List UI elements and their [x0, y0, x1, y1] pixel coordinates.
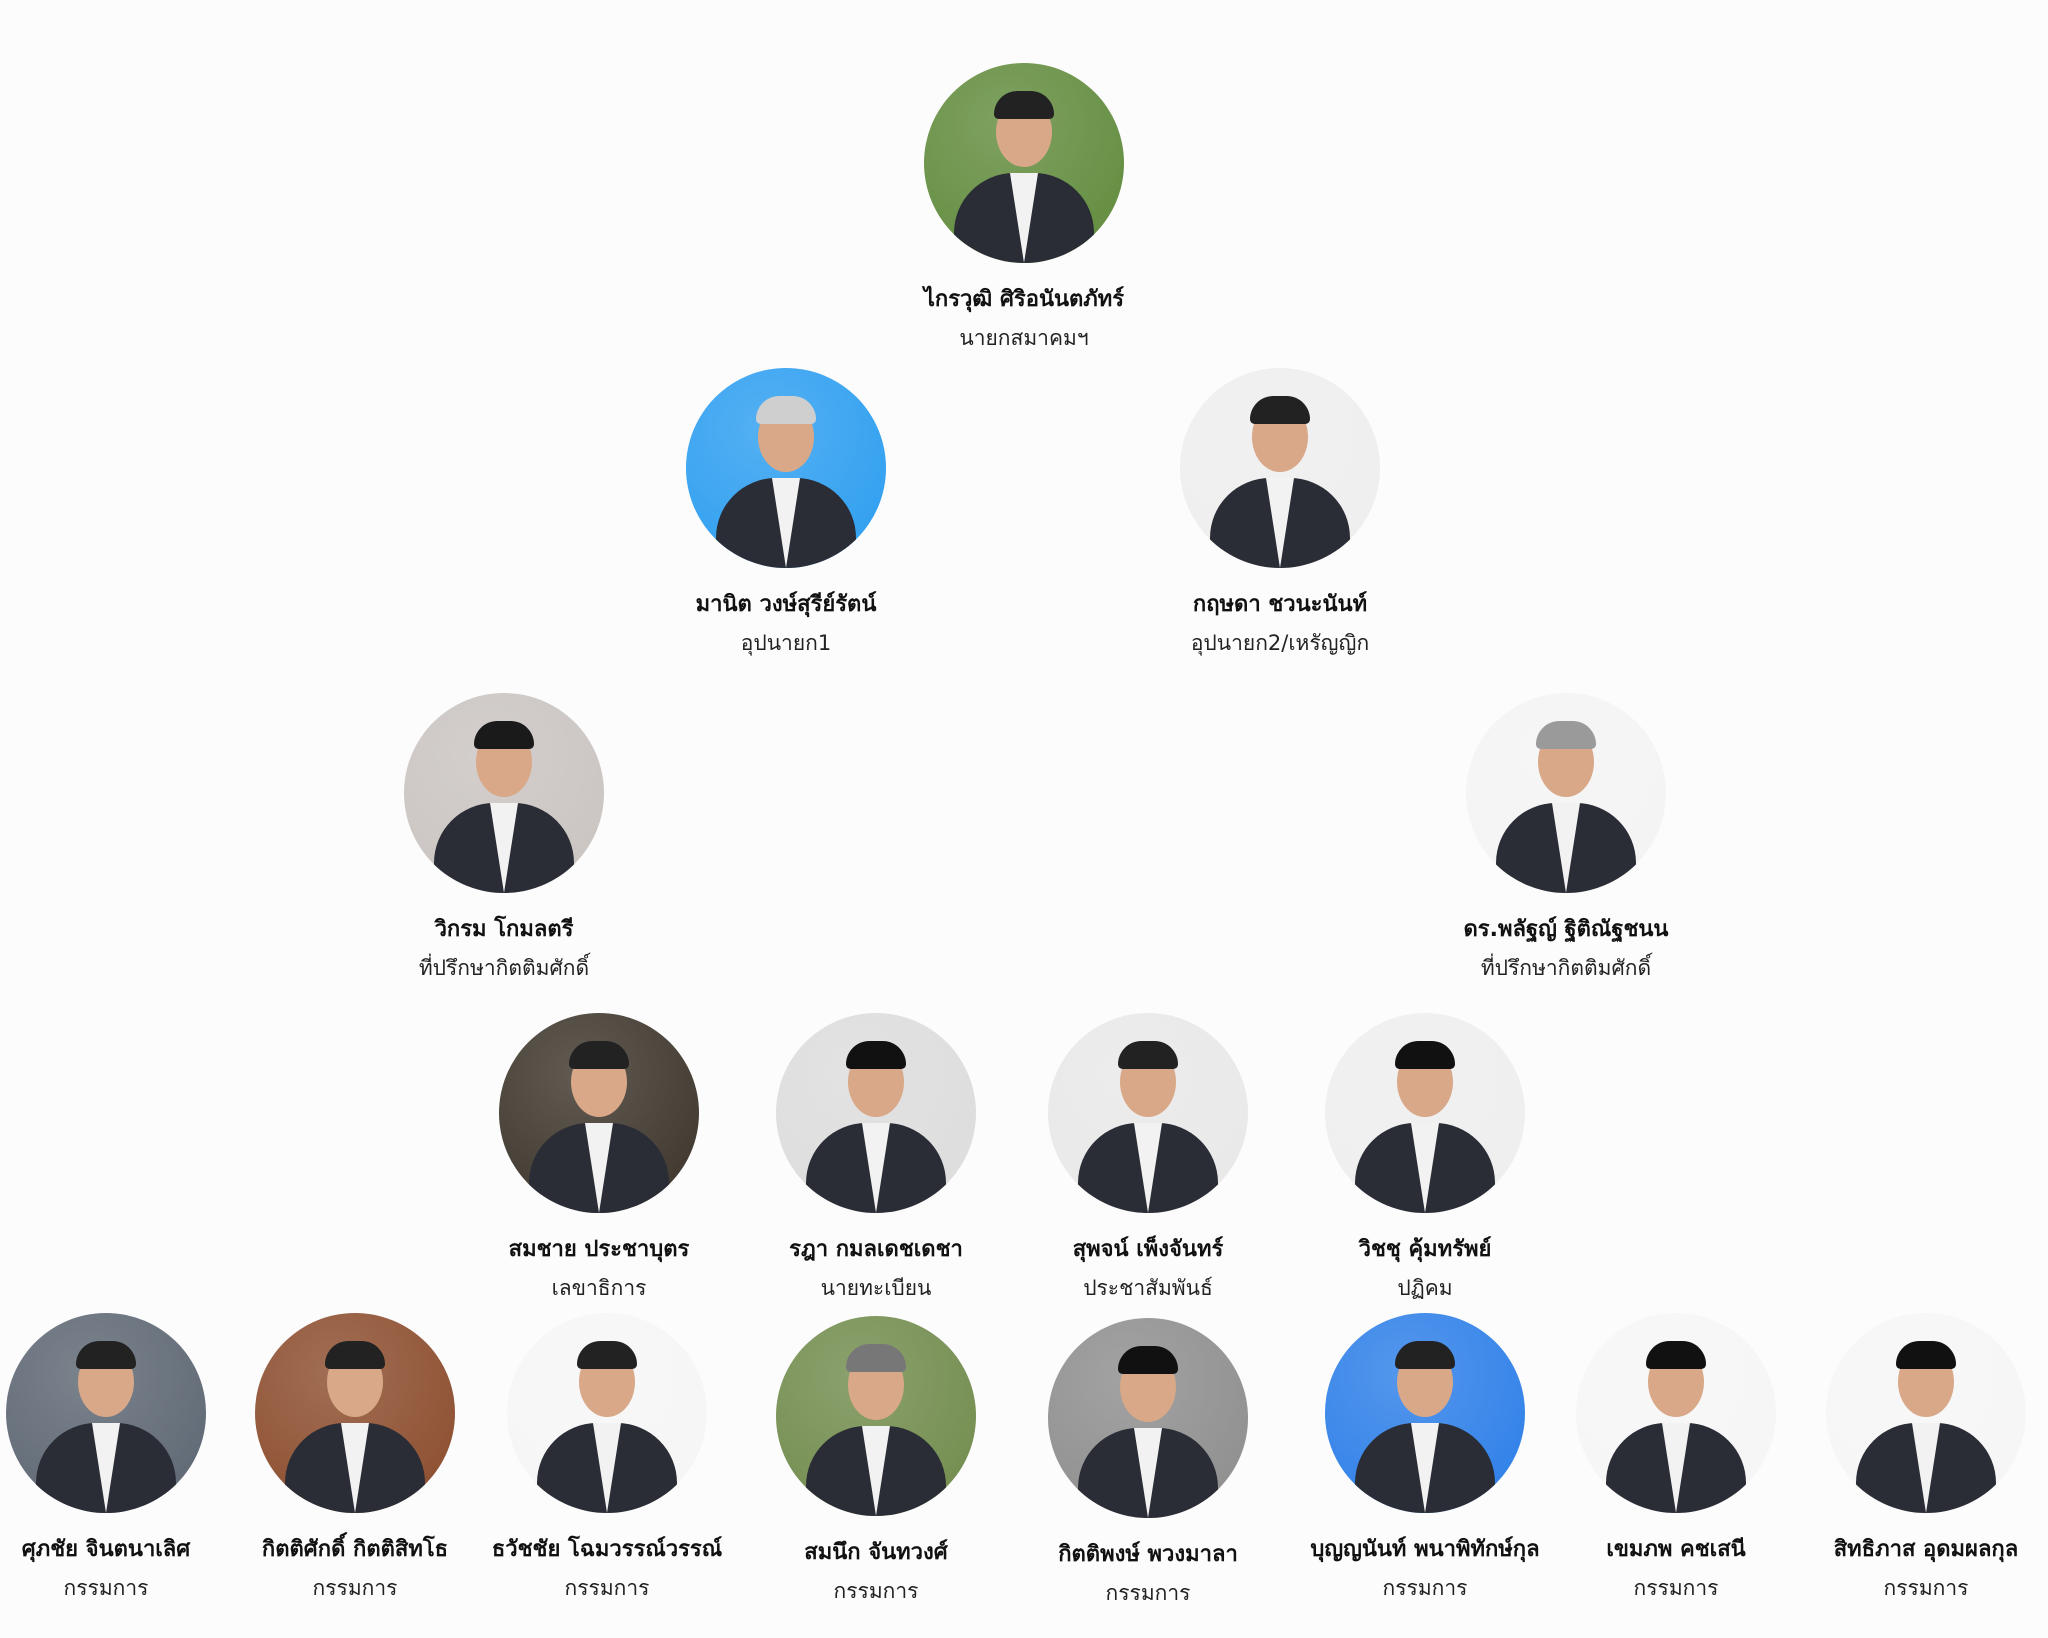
member-name: สมนึก จันทวงศ์ [804, 1540, 948, 1565]
member-role: นายกสมาคมฯ [959, 326, 1089, 350]
member-role: กรรมการ [833, 1579, 919, 1603]
member-photo [1576, 1313, 1776, 1513]
member-card: บุญญนันท์ พนาพิทักษ์กุล กรรมการ [1295, 1313, 1555, 1605]
member-photo [1048, 1013, 1248, 1213]
member-card: กฤษดา ชวนะนันท์ อุปนายก2/เหรัญญิก [1150, 368, 1410, 660]
member-name: ไกรวุฒิ ศิริอนันตภัทร์ [923, 287, 1125, 312]
member-name: ธวัชชัย โฉมวรรณ์วรรณ์ [491, 1537, 723, 1562]
member-card: รฎา กมลเดชเดชา นายทะเบียน [746, 1013, 1006, 1305]
member-role: ประชาสัมพันธ์ [1083, 1276, 1213, 1300]
member-photo [776, 1316, 976, 1516]
member-name: วิกรม โกมลตรี [434, 917, 574, 942]
member-photo [6, 1313, 206, 1513]
member-photo [499, 1013, 699, 1213]
member-name: ศุภชัย จินตนาเลิศ [21, 1537, 191, 1562]
member-role: กรรมการ [312, 1576, 398, 1600]
person-hair [994, 91, 1054, 119]
member-card: สุพจน์ เพ็งจันทร์ ประชาสัมพันธ์ [1018, 1013, 1278, 1305]
member-name: ดร.พลัฐญ์ ฐิติณัฐชนน [1463, 917, 1669, 942]
member-role: อุปนายก1 [740, 631, 832, 655]
person-hair [577, 1341, 637, 1369]
person-hair [569, 1041, 629, 1069]
member-role: กรรมการ [564, 1576, 650, 1600]
member-role: ปฏิคม [1397, 1276, 1453, 1300]
member-card: ไกรวุฒิ ศิริอนันตภัทร์ นายกสมาคมฯ [894, 63, 1154, 355]
member-name: กฤษดา ชวนะนันท์ [1192, 592, 1368, 617]
member-photo [1180, 368, 1380, 568]
member-photo [776, 1013, 976, 1213]
person-hair [1395, 1041, 1455, 1069]
member-name: สิทธิภาส อุดมผลกุล [1833, 1537, 2019, 1562]
member-photo [1048, 1318, 1248, 1518]
member-photo [404, 693, 604, 893]
member-card: วิชชุ คุ้มทรัพย์ ปฏิคม [1295, 1013, 1555, 1305]
member-role: กรรมการ [63, 1576, 149, 1600]
member-card: กิตติศักดิ์ กิตติสิทโธ กรรมการ [225, 1313, 485, 1605]
member-card: ดร.พลัฐญ์ ฐิติณัฐชนน ที่ปรึกษากิตติมศักด… [1436, 693, 1696, 985]
member-card: วิกรม โกมลตรี ที่ปรึกษากิตติมศักดิ์ [374, 693, 634, 985]
member-photo [924, 63, 1124, 263]
member-card: ธวัชชัย โฉมวรรณ์วรรณ์ กรรมการ [477, 1313, 737, 1605]
person-hair [1395, 1341, 1455, 1369]
member-card: เขมภพ คชเสนี กรรมการ [1546, 1313, 1806, 1605]
member-name: เขมภพ คชเสนี [1606, 1537, 1746, 1562]
member-role: กรรมการ [1382, 1576, 1468, 1600]
member-card: ศุภชัย จินตนาเลิศ กรรมการ [0, 1313, 236, 1605]
person-hair [756, 396, 816, 424]
member-name: รฎา กมลเดชเดชา [789, 1237, 963, 1262]
person-hair [1896, 1341, 1956, 1369]
person-hair [846, 1344, 906, 1372]
member-name: วิชชุ คุ้มทรัพย์ [1358, 1237, 1492, 1262]
person-hair [1118, 1041, 1178, 1069]
member-role: เลขาธิการ [551, 1276, 647, 1300]
member-name: สุพจน์ เพ็งจันทร์ [1072, 1237, 1224, 1262]
member-card: สมชาย ประชาบุตร เลขาธิการ [469, 1013, 729, 1305]
member-name: บุญญนันท์ พนาพิทักษ์กุล [1310, 1537, 1540, 1562]
member-photo [1466, 693, 1666, 893]
member-card: สิทธิภาส อุดมผลกุล กรรมการ [1796, 1313, 2048, 1605]
person-hair [325, 1341, 385, 1369]
member-role: กรรมการ [1633, 1576, 1719, 1600]
member-card: มานิต วงษ์สุรีย์รัตน์ อุปนายก1 [656, 368, 916, 660]
member-photo [507, 1313, 707, 1513]
member-photo [686, 368, 886, 568]
member-role: กรรมการ [1105, 1581, 1191, 1605]
person-hair [76, 1341, 136, 1369]
member-photo [1826, 1313, 2026, 1513]
member-name: กิตติศักดิ์ กิตติสิทโธ [261, 1537, 449, 1562]
person-hair [1250, 396, 1310, 424]
member-name: สมชาย ประชาบุตร [508, 1237, 690, 1262]
member-photo [1325, 1313, 1525, 1513]
member-card: กิตติพงษ์ พวงมาลา กรรมการ [1018, 1318, 1278, 1610]
person-hair [474, 721, 534, 749]
member-name: กิตติพงษ์ พวงมาลา [1058, 1542, 1238, 1567]
member-role: ที่ปรึกษากิตติมศักดิ์ [418, 956, 590, 980]
person-hair [1118, 1346, 1178, 1374]
person-hair [1536, 721, 1596, 749]
person-hair [846, 1041, 906, 1069]
member-role: นายทะเบียน [820, 1276, 932, 1300]
person-hair [1646, 1341, 1706, 1369]
member-role: อุปนายก2/เหรัญญิก [1190, 631, 1370, 655]
member-card: สมนึก จันทวงศ์ กรรมการ [746, 1316, 1006, 1608]
member-role: ที่ปรึกษากิตติมศักดิ์ [1480, 956, 1652, 980]
member-photo [255, 1313, 455, 1513]
member-name: มานิต วงษ์สุรีย์รัตน์ [695, 592, 877, 617]
member-role: กรรมการ [1883, 1576, 1969, 1600]
member-photo [1325, 1013, 1525, 1213]
